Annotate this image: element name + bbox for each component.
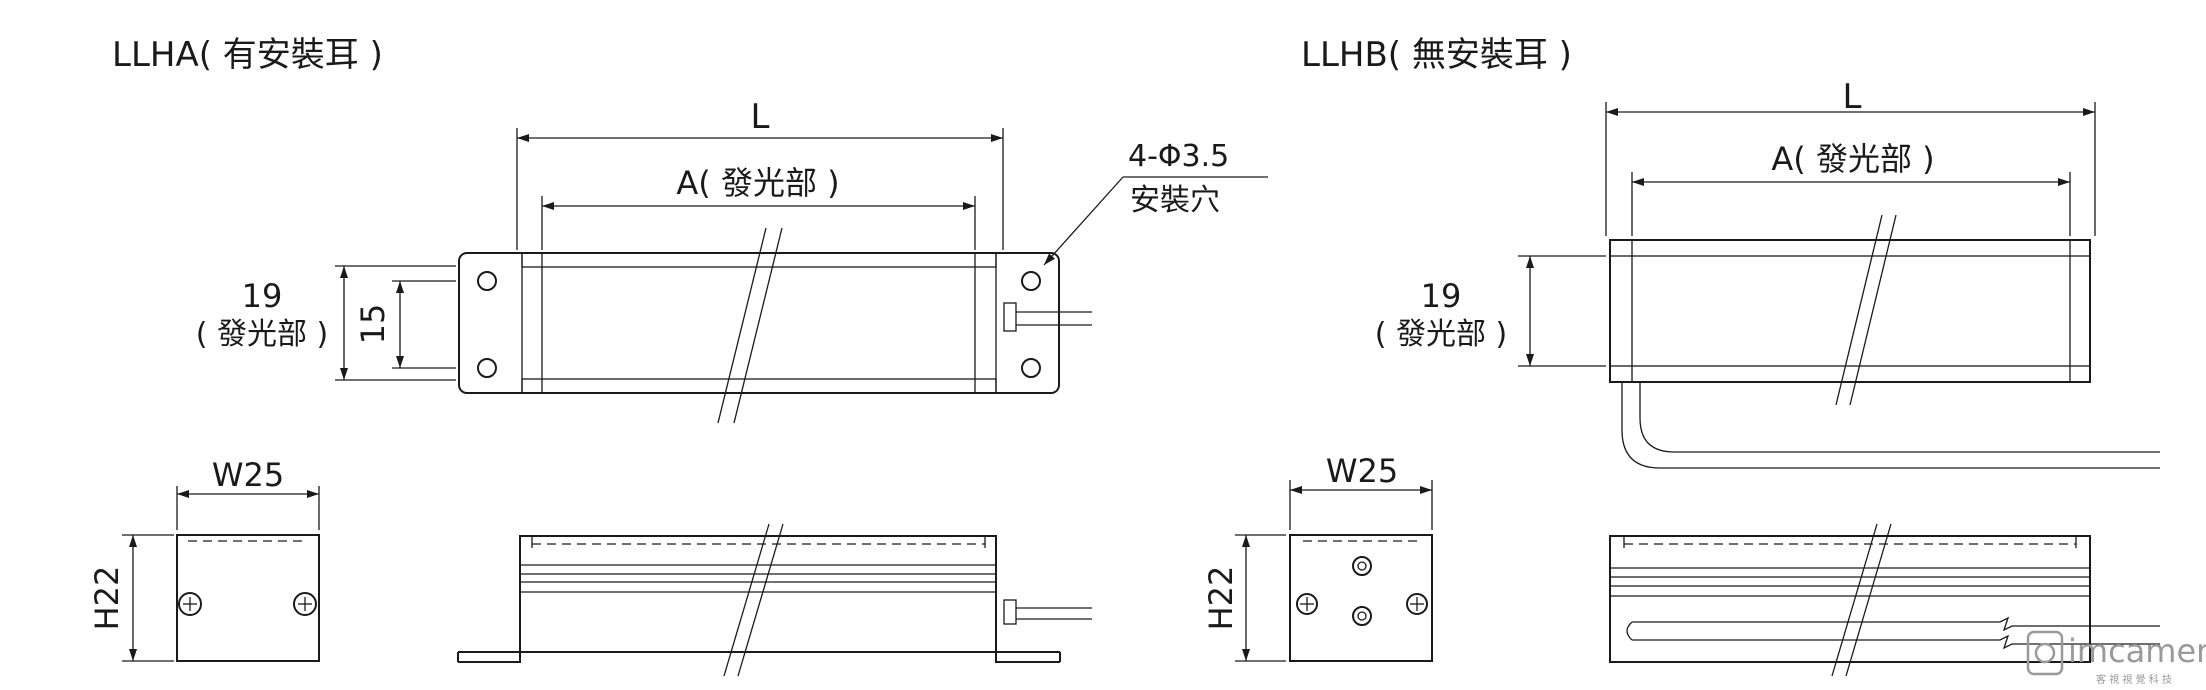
llhb-side-height: H22 [1202, 566, 1240, 631]
llha-dimension-w25 [176, 486, 320, 530]
watermark-brand: imcamera [2068, 632, 2206, 670]
watermark-logo [2026, 630, 2064, 676]
llha-end-view [176, 534, 320, 662]
llhb-dimension-w25 [1289, 480, 1433, 530]
llhb-dimension-a [1631, 172, 2071, 236]
llhb-dimension-l [1605, 102, 2096, 236]
llha-hole-label: 4-Φ3.5 [1128, 139, 1229, 174]
llhb-dimension-19 [1518, 255, 1606, 367]
llha-height-note: ( 發光部 ) [196, 317, 328, 352]
llhb-length-label: L [1843, 77, 1862, 117]
llha-top-view [458, 227, 1092, 424]
llhb-dimension-h22 [1235, 534, 1286, 662]
llha-dimension-15 [392, 280, 456, 369]
llha-side-view [457, 523, 1092, 677]
llhb-height-note: ( 發光部 ) [1375, 317, 1507, 352]
llhb-width-label: W25 [1326, 452, 1398, 490]
llha-title: LLHA( 有安裝耳 ) [112, 35, 383, 75]
llha-dimension-l [516, 128, 1004, 250]
watermark-sub: 客 視 視 覺 科 技 [2096, 673, 2172, 686]
llha-hole-leader [1043, 176, 1268, 266]
llha-dimension-a [541, 196, 976, 250]
llha-dimension-h22 [122, 534, 174, 662]
llhb-height-value: 19 [1421, 277, 1462, 315]
llha-dimension-19 [335, 265, 456, 381]
llhb-top-view [1609, 214, 2160, 469]
llha-length-label: L [751, 97, 770, 137]
llha-emit-label: A( 發光部 ) [676, 164, 839, 202]
llhb-emit-label: A( 發光部 ) [1771, 140, 1934, 178]
llhb-side-view [1609, 523, 2160, 677]
llha-hole-label-2: 安裝穴 [1130, 183, 1220, 218]
llhb-title: LLHB( 無安裝耳 ) [1301, 35, 1572, 75]
llha-side-height: H22 [88, 566, 126, 631]
llha-inner-height: 15 [354, 304, 392, 345]
llhb-end-view [1289, 534, 1433, 662]
llha-width-label: W25 [212, 456, 284, 494]
llha-height-value: 19 [242, 277, 283, 315]
